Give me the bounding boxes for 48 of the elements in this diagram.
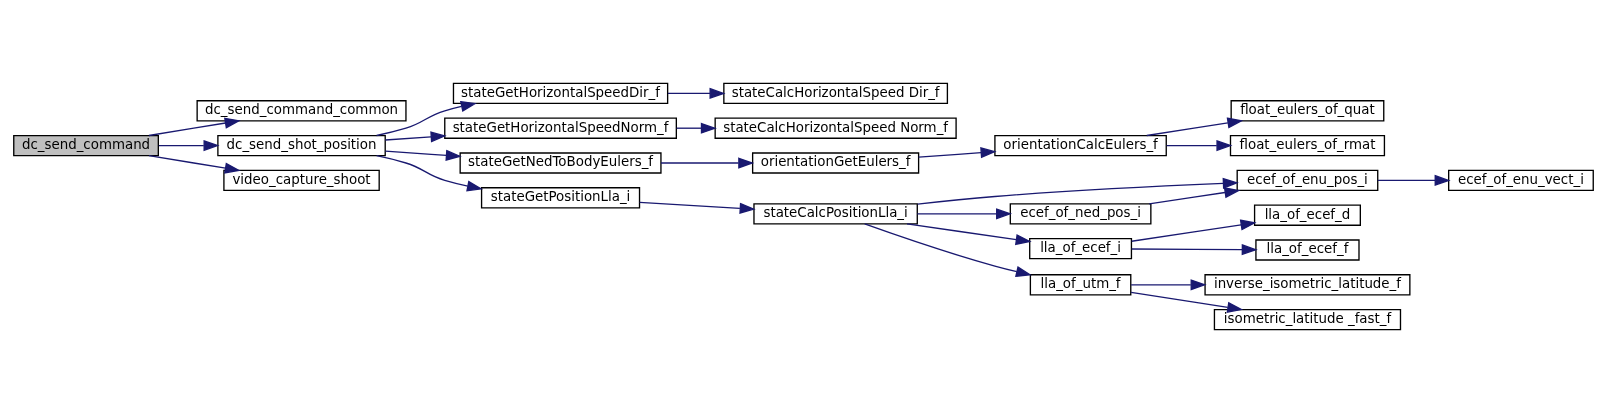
node-box: isometric_latitude _fast_f	[1213, 308, 1402, 330]
node-box: ecef_of_enu_pos_i	[1236, 169, 1379, 191]
node-box: inverse_isometric_latitude_f	[1204, 273, 1411, 295]
arrow	[638, 201, 756, 214]
node-box: float_eulers_of_rmat	[1229, 134, 1386, 156]
arrow	[1131, 218, 1257, 242]
arrow	[1148, 186, 1241, 204]
arrow	[158, 139, 220, 151]
node-box: video_capture_shoot	[223, 169, 380, 191]
node-box: stateCalcPositionLla_i	[753, 202, 918, 225]
arrow	[916, 207, 1013, 219]
arrow	[148, 117, 241, 136]
node-box: lla_of_ecef_d	[1253, 204, 1361, 226]
node-box: dc_send_command	[13, 134, 159, 156]
arrow	[375, 154, 483, 192]
node-box: stateGetHorizontalSpeedNorm_f	[444, 117, 677, 139]
arrow	[660, 156, 755, 169]
arrow	[1166, 139, 1233, 151]
node-box: dc_send_command_common	[196, 99, 407, 121]
arrow	[675, 122, 717, 134]
arrow	[1130, 291, 1244, 313]
arrow	[1131, 243, 1258, 255]
arrow	[916, 177, 1239, 205]
node-box: float_eulers_of_quat	[1230, 99, 1385, 121]
arrow	[148, 154, 241, 174]
node-box: dc_send_shot_position	[217, 134, 386, 156]
arrow	[906, 222, 1032, 245]
node-box: stateGetPositionLla_i	[480, 186, 641, 208]
node-box: orientationCalcEulers_f	[994, 134, 1167, 156]
arrow	[667, 87, 726, 99]
arrow	[918, 146, 997, 158]
node-box: orientationGetEulers_f	[751, 151, 920, 174]
arrow	[1377, 174, 1451, 186]
arrow	[1130, 278, 1207, 290]
arrow	[384, 149, 462, 161]
node-box: stateCalcHorizontalSpeed Norm_f	[714, 117, 957, 139]
arrow	[864, 222, 1032, 277]
node-box: lla_of_utm_f	[1029, 273, 1132, 295]
node-box: lla_of_ecef_i	[1029, 237, 1133, 259]
arrow	[384, 130, 447, 143]
arrow	[375, 100, 477, 136]
node-box: ecef_of_enu_vect_i	[1448, 169, 1594, 191]
node-box: ecef_of_ned_pos_i	[1009, 202, 1152, 225]
node-box: lla_of_ecef_f	[1255, 238, 1360, 261]
node-box: stateGetNedToBodyEulers_f	[459, 151, 662, 174]
node-box: stateCalcHorizontalSpeed Dir_f	[723, 82, 949, 104]
arrow	[1146, 116, 1244, 136]
node-box: stateGetHorizontalSpeedDir_f	[452, 82, 669, 104]
